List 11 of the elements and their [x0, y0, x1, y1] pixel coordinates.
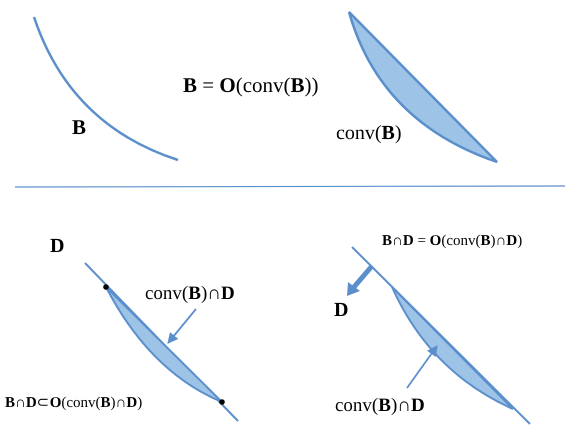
region-label: conv(B)∩D	[335, 396, 425, 417]
equation: B = O(conv(B))	[183, 74, 319, 98]
equation: B∩D = O(conv(B)∩D)	[382, 233, 522, 250]
set-label: conv(B)	[336, 122, 402, 144]
leader-line	[167, 308, 197, 344]
set-label: B	[72, 116, 86, 140]
region-label: conv(B)∩D	[145, 284, 235, 305]
set-label: D	[50, 235, 64, 257]
leader-line	[406, 345, 438, 389]
equation: B∩D⊂O(conv(B)∩D)	[5, 395, 142, 412]
set-label: D	[334, 299, 348, 321]
